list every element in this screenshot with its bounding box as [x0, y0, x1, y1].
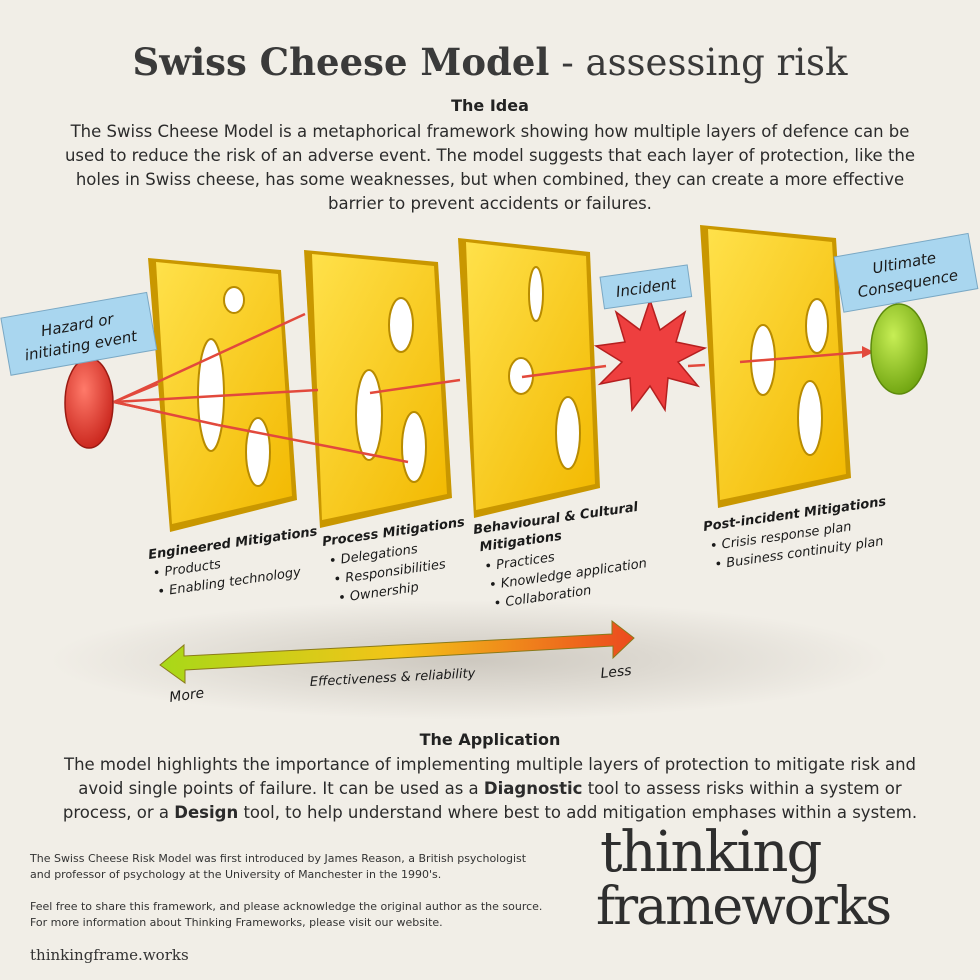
- application-line-2: avoid single points of failure. It can b…: [78, 779, 902, 798]
- consequence-label: Ultimate Consequence: [833, 232, 979, 313]
- website-link[interactable]: thinkingframe.works: [30, 946, 189, 964]
- application-line-3: process, or a Design tool, to help under…: [62, 803, 918, 822]
- cheese-hole: [805, 298, 829, 354]
- idea-line-3: holes in Swiss cheese, has some weakness…: [75, 170, 905, 189]
- incident-burst-icon: [593, 297, 708, 413]
- logo-line-1: thinking: [600, 820, 822, 885]
- cheese-hole: [528, 266, 544, 322]
- consequence-ellipse: [870, 303, 928, 395]
- cheese-hole: [401, 411, 427, 483]
- title-main: Swiss Cheese Model: [132, 40, 550, 84]
- idea-paragraph: The Swiss Cheese Model is a metaphorical…: [50, 120, 930, 216]
- layer-caption-engineered: Engineered Mitigations • Products • Enab…: [147, 524, 318, 600]
- effectiveness-scale-arrow: More Effectiveness & reliability Less: [159, 619, 635, 706]
- idea-heading: The Idea: [451, 96, 529, 115]
- incident-label: Incident: [599, 264, 693, 310]
- scale-more-label: More: [168, 685, 205, 706]
- risk-path-arrowhead: [862, 346, 874, 358]
- page-title: Swiss Cheese Model - assessing risk: [0, 40, 980, 84]
- thinking-frameworks-logo: thinking frameworks: [596, 820, 926, 937]
- scale-less-label: Less: [600, 663, 633, 682]
- design-keyword: Design: [174, 803, 239, 822]
- risk-paths: [113, 312, 866, 464]
- cheese-hole: [223, 286, 245, 314]
- cheese-hole: [355, 369, 383, 461]
- cheese-slice-behavioural: [458, 238, 600, 518]
- hazard-label: Hazard or initiating event: [0, 291, 158, 376]
- diagnostic-keyword: Diagnostic: [483, 779, 583, 798]
- share-note: Feel free to share this framework, and p…: [30, 900, 543, 929]
- idea-line-1: The Swiss Cheese Model is a metaphorical…: [70, 122, 910, 141]
- layer-caption-behavioural: Behavioural & Cultural Mitigations • Pra…: [472, 500, 648, 612]
- hazard-ellipse: [64, 357, 114, 449]
- cheese-slice-post-incident: [700, 225, 851, 508]
- application-paragraph: The model highlights the importance of i…: [50, 753, 930, 825]
- cheese-slice-process: [304, 250, 452, 528]
- cheese-hole: [388, 297, 414, 353]
- attribution-note: The Swiss Cheese Risk Model was first in…: [30, 852, 527, 881]
- application-line-1: The model highlights the importance of i…: [63, 755, 917, 774]
- idea-line-2: used to reduce the risk of an adverse ev…: [64, 146, 916, 165]
- layer-caption-post-incident: Post-incident Mitigations • Crisis respo…: [702, 494, 887, 572]
- ground-shadow: [50, 600, 890, 720]
- title-sub: - assessing risk: [561, 41, 848, 84]
- idea-line-4: barrier to prevent accidents or failures…: [328, 194, 652, 213]
- application-heading: The Application: [419, 730, 561, 749]
- cheese-hole: [555, 396, 581, 470]
- cheese-hole: [797, 380, 823, 456]
- logo-line-2: frameworks: [596, 877, 892, 937]
- cheese-hole: [245, 417, 271, 487]
- layer-caption-process: Process Mitigations • Delegations • Resp…: [321, 515, 466, 606]
